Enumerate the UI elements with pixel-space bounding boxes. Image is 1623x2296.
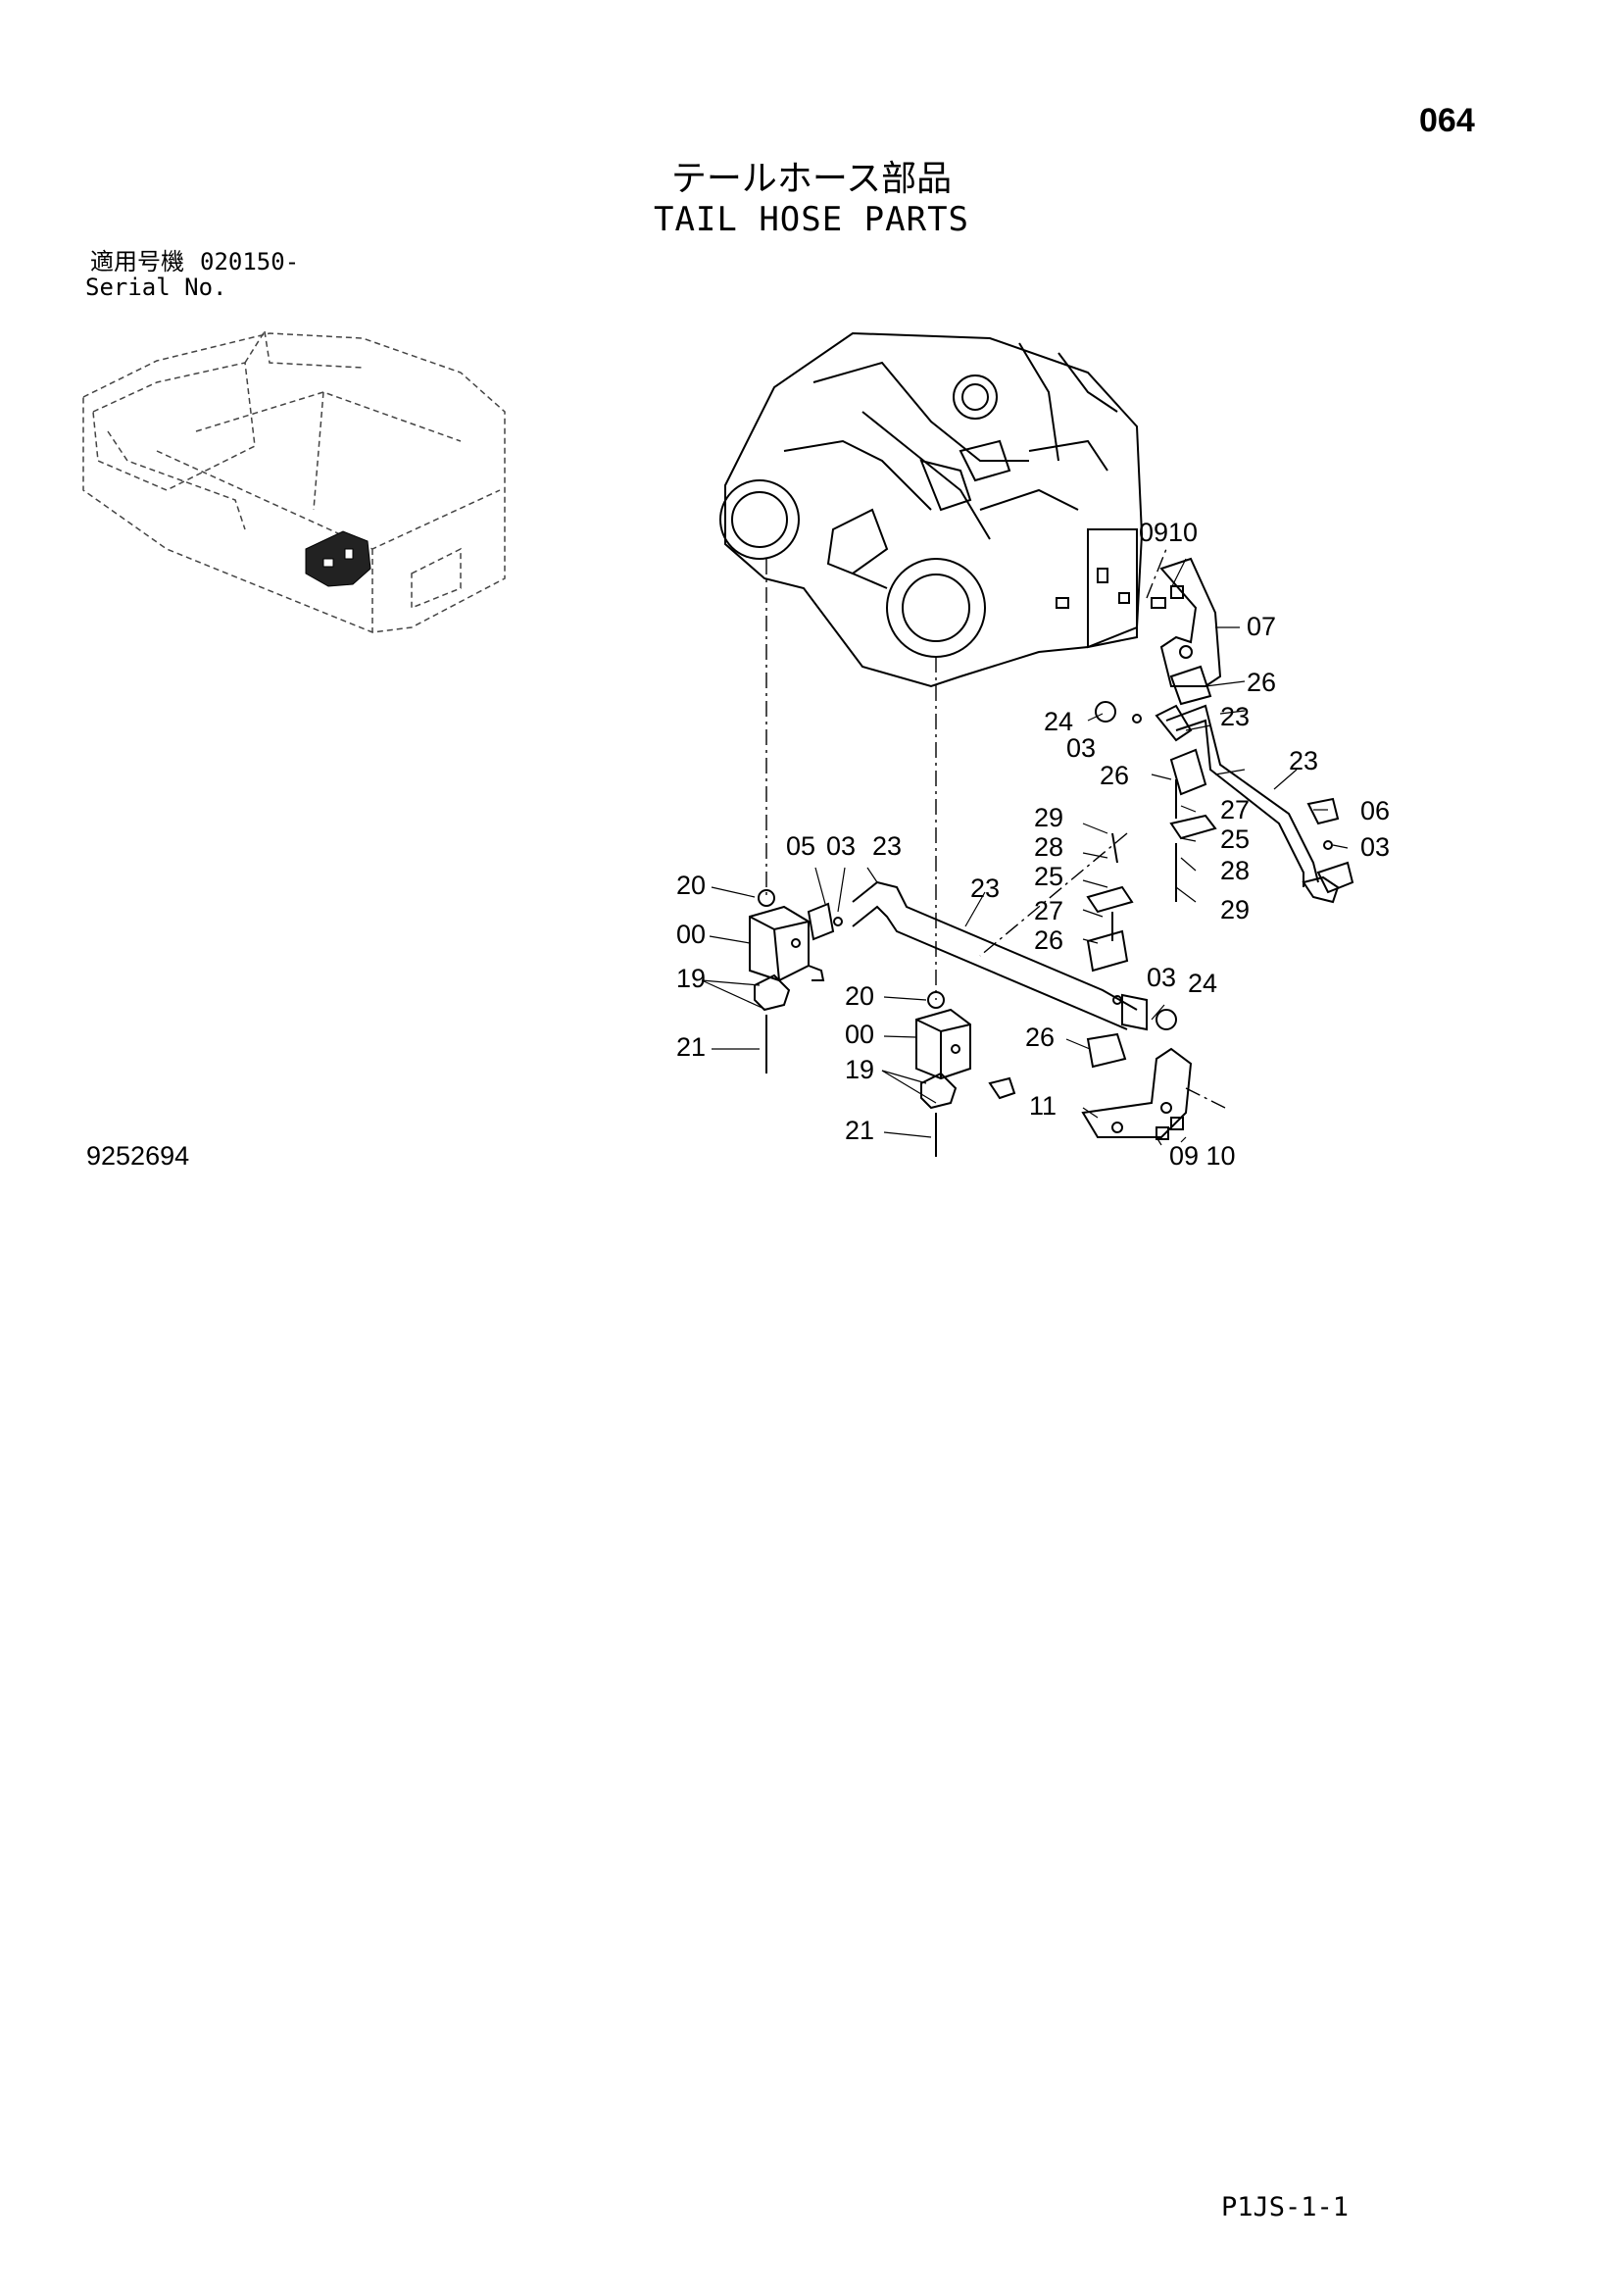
callout-label: 21 [845,1116,874,1145]
callout-label: 29 [1034,803,1063,832]
callout-label: 25 [1034,862,1063,891]
callout-label: 25 [1220,824,1250,854]
callout-label: 24 [1044,707,1073,736]
page-number: 064 [1419,102,1475,139]
callout-label: 26 [1034,925,1063,955]
serial-label-english: Serial No. [85,274,227,301]
callout-label: 00 [676,920,706,949]
assembly-guide-lines [765,548,1226,1109]
callout-label: 06 [1360,796,1390,825]
callout-label: 29 [1220,895,1250,924]
callout-label: 19 [845,1055,874,1084]
callout-label: 28 [1034,832,1063,862]
page-title-english: TAIL HOSE PARTS [653,200,970,239]
callout-label: 00 [845,1020,874,1049]
callout-label: 23 [970,873,1000,903]
callout-label: 26 [1247,668,1276,697]
callout-label: 20 [676,871,706,900]
machine-overview-illustration [82,330,506,633]
serial-range: 020150- [200,248,300,275]
callout-label: 09 10 [1169,1141,1236,1171]
block-00-upper [749,889,825,1073]
callout-label: 23 [872,831,902,861]
serial-label-japanese: 適用号機 [90,248,184,275]
callout-label: 28 [1220,856,1250,885]
callout-label: 11 [1029,1091,1057,1121]
serial-row: 適用号機 020150- [90,249,315,275]
callout-label: 19 [676,964,706,993]
block-00-lower [915,991,1016,1157]
serial-info: 適用号機 020150- Serial No. [85,249,315,300]
callout-label: 07 [1247,612,1276,641]
bracket-07 [1151,557,1222,687]
callout-label: 27 [1220,795,1250,824]
clamps-and-plates [1086,885,1134,1069]
callout-label: 03 [1066,733,1096,763]
callout-leaders [701,558,1349,1146]
callout-label: 26 [1100,761,1129,790]
highlighted-pump-thumbnail [305,530,371,587]
callout-label: 27 [1034,896,1063,925]
callout-label: 23 [1289,746,1318,775]
callout-label: 23 [1220,702,1250,731]
callout-label: 20 [845,981,874,1011]
callout-label: 0910 [1139,518,1198,547]
page-title-japanese: テールホース部品 [670,159,953,199]
callout-label: 24 [1188,969,1217,998]
page-code: P1JS-1-1 [1221,2192,1350,2222]
callout-label: 03 [1147,963,1176,992]
hose-lower [807,880,1177,1031]
callout-label: 26 [1025,1023,1055,1052]
figure-number: 9252694 [86,1141,190,1171]
callout-label: 03 [826,831,856,861]
callout-label: 21 [676,1032,706,1062]
bracket-11 [1081,1047,1193,1140]
callout-label: 03 [1360,832,1390,862]
hose-upper-right [1095,665,1354,904]
pump-assembly [719,331,1144,688]
callout-label: 05 [786,831,815,861]
callout-labels: 0910 07 26 24 03 23 26 23 06 03 27 25 28… [676,518,1390,1171]
